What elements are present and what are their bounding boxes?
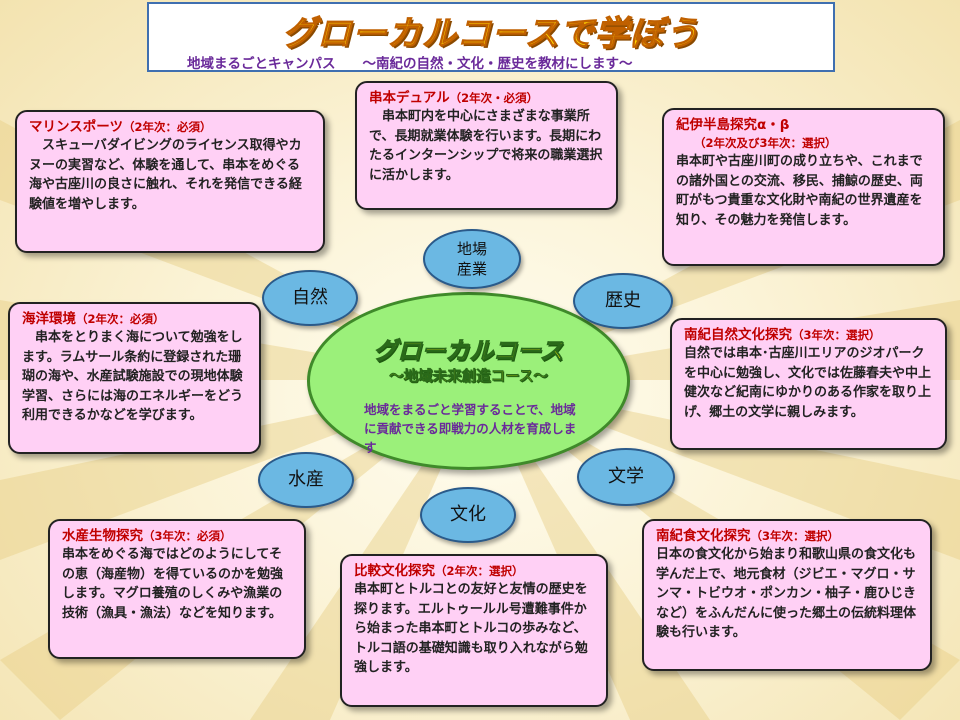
center-description: 地域をまるごと学習することで、地域に貢献できる即戦力の人材を育成します	[364, 402, 577, 455]
course-title: 南紀自然文化探究（3年次：選択）	[684, 327, 881, 343]
bubble-culture: 文化	[420, 487, 516, 543]
course-box-marine-sports: マリンスポーツ（2年次：必須） スキューバダイビングのライセンス取得やカヌーの実…	[15, 110, 325, 253]
course-box-marine-biology: 水産生物探究（3年次：必須） 串本をめぐる海ではどのようにしてその恵（海産物）を…	[48, 519, 306, 659]
course-title: 水産生物探究（3年次：必須）	[62, 528, 232, 544]
course-box-comparative-culture: 比較文化探究（2年次：選択） 串本町とトルコとの友好と友情の歴史を探ります。エル…	[340, 554, 608, 707]
center-subtitle: ～地域未来創造コース～	[389, 369, 548, 386]
course-box-nanki-food-culture: 南紀食文化探究（3年次：選択） 日本の食文化から始まり和歌山県の食文化も学んだ上…	[642, 519, 932, 671]
bubble-local-industry: 地場 産業	[423, 229, 521, 289]
course-title: 比較文化探究（2年次：選択）	[354, 563, 524, 579]
course-title: 紀伊半島探究α・β（2年次及び3年次：選択）	[676, 117, 837, 150]
course-description: 串本をめぐる海ではどのようにしてその恵（海産物）を得ているのかを勉強します。マグ…	[62, 547, 284, 621]
course-title: 南紀食文化探究（3年次：選択）	[656, 528, 840, 544]
page-subtitle: 地域まるごとキャンパス ～南紀の自然・文化・歴史を教材にします～	[187, 56, 633, 72]
bubble-nature: 自然	[262, 270, 358, 326]
course-box-nanki-nature-culture: 南紀自然文化探究（3年次：選択） 自然では串本･古座川エリアのジオパークを中心に…	[670, 318, 947, 450]
course-description: スキューバダイビングのライセンス取得やカヌーの実習など、体験を通して、串本をめぐ…	[29, 138, 302, 212]
bubble-history: 歴史	[573, 273, 673, 329]
page-title: グローカルコースで学ぼう	[282, 13, 700, 54]
course-description: 串本町や古座川町の成り立ちや、これまでの諸外国との交流、移民、捕鯨の歴史、両町が…	[676, 154, 923, 228]
bubble-literature: 文学	[577, 448, 675, 506]
course-box-kii-peninsula: 紀伊半島探究α・β（2年次及び3年次：選択） 串本町や古座川町の成り立ちや、これ…	[662, 108, 945, 266]
header-banner: グローカルコースで学ぼう 地域まるごとキャンパス ～南紀の自然・文化・歴史を教材…	[147, 2, 835, 72]
center-glocal-course: グローカルコース ～地域未来創造コース～ 地域をまるごと学習することで、地域に貢…	[307, 292, 630, 470]
course-title: 串本デュアル（2年次・必須）	[369, 90, 539, 106]
center-title: グローカルコース	[373, 337, 564, 366]
course-description: 自然では串本･古座川エリアのジオパークを中心に勉強し、文化では佐藤春夫や中上健次…	[684, 346, 932, 420]
course-box-ocean-environment: 海洋環境（2年次：必須） 串本をとりまく海について勉強をします。ラムサール条約に…	[8, 302, 261, 454]
course-description: 日本の食文化から始まり和歌山県の食文化も学んだ上で、地元食材（ジビエ・マグロ・サ…	[656, 547, 917, 640]
course-description: 串本町内を中心にさまざまな事業所で、長期就業体験を行います。長期にわたるインター…	[369, 109, 603, 183]
course-title: 海洋環境（2年次：必須）	[22, 311, 165, 327]
bubble-fisheries: 水産	[258, 452, 354, 508]
course-description: 串本町とトルコとの友好と友情の歴史を探ります。エルトゥールル号遭難事件から始まっ…	[354, 582, 588, 675]
course-box-kushimoto-dual: 串本デュアル（2年次・必須） 串本町内を中心にさまざまな事業所で、長期就業体験を…	[355, 81, 618, 210]
course-title: マリンスポーツ（2年次：必須）	[29, 119, 212, 135]
course-description: 串本をとりまく海について勉強をします。ラムサール条約に登録された珊瑚の海や、水産…	[22, 330, 244, 423]
